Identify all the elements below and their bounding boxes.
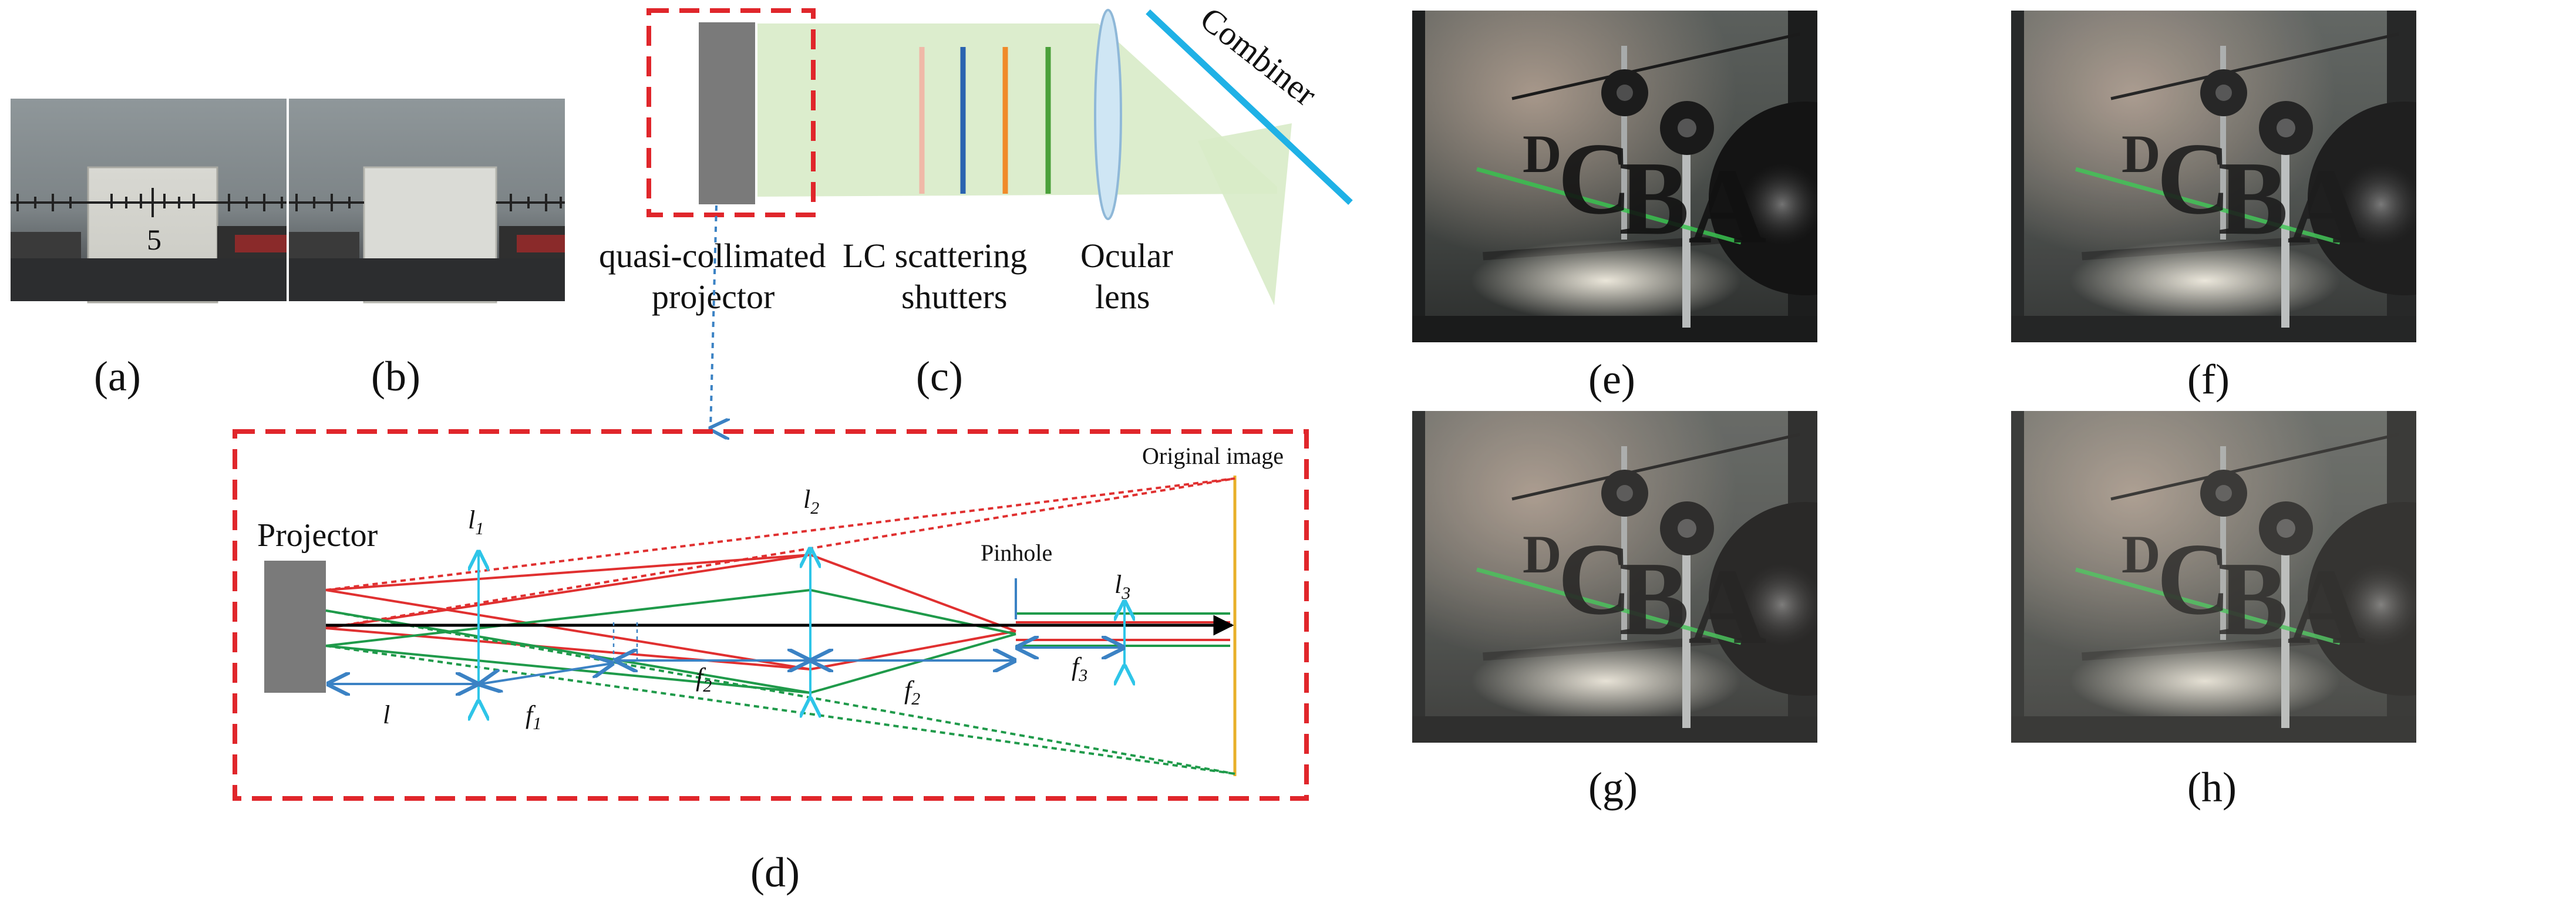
dimension-f1 xyxy=(480,663,612,684)
label-l3: l3 xyxy=(1114,570,1130,603)
label-l2: l2 xyxy=(803,485,819,518)
photo-g xyxy=(1412,411,1817,743)
ocular-lens xyxy=(1094,9,1122,220)
projector-block xyxy=(699,22,755,204)
inset-frame xyxy=(233,429,1309,801)
label-d: (d) xyxy=(750,849,800,896)
pinhole-label: Pinhole xyxy=(981,540,1052,566)
inset-projector xyxy=(264,561,326,693)
combiner-label: Combiner xyxy=(1193,0,1324,113)
combiner xyxy=(1146,9,1353,205)
label-f2a: f2 xyxy=(696,663,712,696)
photo-f xyxy=(2011,11,2416,342)
label-l1: l1 xyxy=(468,505,484,538)
red-rays xyxy=(325,477,1235,670)
ruler-number: 5 xyxy=(147,223,161,256)
shutters-label-line1: LC scattering xyxy=(843,237,1027,275)
system-diagram: Combiner quasi-collimated projector LC s… xyxy=(599,0,1353,429)
label-f: (f) xyxy=(2187,356,2230,403)
label-g: (g) xyxy=(1588,764,1638,811)
label-c: (c) xyxy=(916,353,963,400)
photo-h xyxy=(2011,411,2416,743)
label-l: l xyxy=(383,700,390,729)
label-h: (h) xyxy=(2187,764,2237,811)
beam xyxy=(757,23,1277,197)
projector-label-line1: quasi-collimated xyxy=(599,237,826,275)
reflected-beam xyxy=(1198,123,1292,305)
label-b: (b) xyxy=(371,353,420,400)
label-a: (a) xyxy=(94,353,141,400)
photo-a: 5 xyxy=(11,99,287,304)
label-f1: f1 xyxy=(526,700,541,733)
shutters-label-line2: shutters xyxy=(901,278,1007,316)
ocular-label-line2: lens xyxy=(1095,278,1150,316)
label-e: (e) xyxy=(1588,356,1635,403)
original-image-label: Original image xyxy=(1142,443,1284,469)
label-f3: f3 xyxy=(1072,652,1087,685)
green-rays xyxy=(325,589,1235,775)
inset-diagram: Projector Original image xyxy=(233,429,1309,801)
photo-b xyxy=(289,99,565,304)
label-f2b: f2 xyxy=(904,676,920,709)
inset-projector-label: Projector xyxy=(257,517,378,554)
ocular-label-line1: Ocular xyxy=(1080,237,1173,275)
photo-e xyxy=(1412,11,1902,342)
